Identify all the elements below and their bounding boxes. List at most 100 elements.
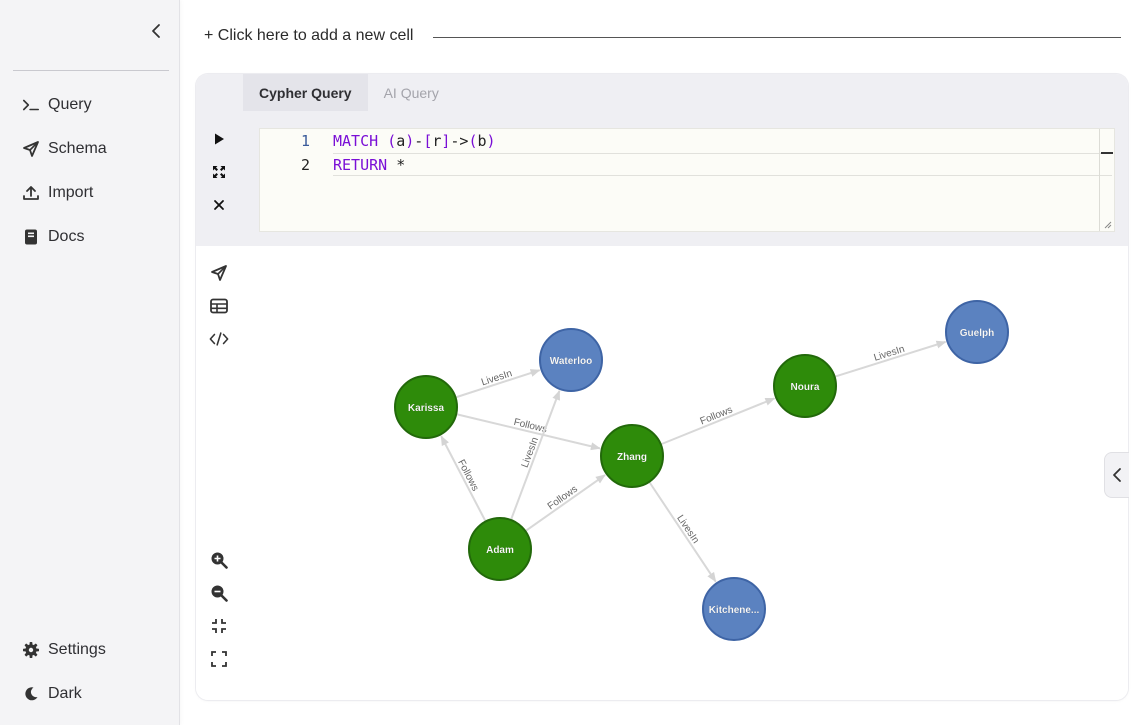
graph-canvas[interactable]: LivesInFollowsFollowsLivesInFollowsFollo… (196, 246, 1128, 700)
editor-scrollbar-track (1099, 129, 1100, 231)
zoom-in-button[interactable] (209, 550, 229, 570)
sidebar-item-schema[interactable]: Schema (22, 137, 107, 161)
graph-node-label: Waterloo (550, 356, 592, 367)
sidebar-item-import[interactable]: Import (22, 181, 93, 205)
line-number: 1 (300, 132, 310, 150)
code-line: RETURN * (333, 156, 405, 174)
chevron-left-icon (1113, 468, 1121, 482)
moon-icon (22, 685, 40, 703)
sidebar-item-label: Query (48, 96, 92, 113)
graph-node-guelph[interactable]: Guelph (945, 300, 1009, 364)
code-token: b (477, 132, 487, 150)
graph-edge-adam-zhang[interactable] (525, 474, 606, 532)
resize-handle-icon[interactable] (1104, 221, 1112, 229)
graph-edge-noura-guelph[interactable] (835, 340, 947, 378)
sidebar-item-settings[interactable]: Settings (22, 638, 106, 662)
sidebar-item-label: Docs (48, 228, 85, 245)
code-token: - (414, 132, 424, 150)
graph-edge-label: LivesIn (480, 368, 514, 388)
sidebar-item-label: Schema (48, 140, 107, 157)
sidebar-item-dark-mode[interactable]: Dark (22, 682, 82, 706)
code-token: MATCH (333, 132, 388, 150)
zoom-out-button[interactable] (209, 583, 229, 603)
graph-edge-label: Follows (546, 484, 580, 513)
zoom-in-icon (211, 552, 228, 569)
expand-editor-button[interactable] (209, 162, 229, 182)
book-icon (22, 228, 40, 246)
graph-edge-zhang-kitchener[interactable] (648, 482, 717, 583)
code-token: ( (387, 132, 397, 150)
graph-node-noura[interactable]: Noura (773, 354, 837, 418)
code-token: ] (441, 132, 451, 150)
code-line: MATCH (a)-[r]->(b) (333, 132, 496, 150)
graph-edge-label: Follows (699, 404, 735, 427)
active-line-highlight (333, 175, 1112, 176)
cypher-editor[interactable]: 1 2 MATCH (a)-[r]->(b) RETURN * (259, 128, 1115, 232)
json-view-button[interactable] (209, 329, 229, 349)
graph-node-circle[interactable] (468, 517, 532, 581)
graph-node-karissa[interactable]: Karissa (394, 375, 458, 439)
graph-node-circle[interactable] (394, 375, 458, 439)
graph-edge-adam-waterloo[interactable] (510, 389, 561, 520)
code-token: -> (450, 132, 469, 150)
compress-icon (212, 619, 226, 633)
code-token: a (396, 132, 406, 150)
gear-icon (22, 641, 40, 659)
editor-scroll-thumb[interactable] (1101, 152, 1113, 154)
graph-node-adam[interactable]: Adam (468, 517, 532, 581)
code-token: ) (486, 132, 496, 150)
graph-node-kitchener[interactable]: Kitchene... (702, 577, 766, 641)
graph-edge-zhang-noura[interactable] (661, 397, 776, 445)
expand-arrows-icon (213, 166, 225, 178)
delete-cell-button[interactable] (209, 195, 229, 215)
send-icon (211, 265, 227, 281)
tab-cypher-query[interactable]: Cypher Query (243, 74, 368, 111)
schema-view-button[interactable] (209, 263, 229, 283)
sidebar-item-label: Dark (48, 685, 82, 702)
line-number: 2 (300, 156, 310, 174)
graph-node-circle[interactable] (945, 300, 1009, 364)
fullscreen-button[interactable] (209, 649, 229, 669)
graph-node-label: Guelph (960, 328, 994, 339)
code-token: [ (423, 132, 433, 150)
close-icon (214, 200, 224, 210)
zoom-out-icon (211, 585, 228, 602)
code-token: ) (405, 132, 415, 150)
upload-icon (22, 184, 40, 202)
code-token: * (396, 156, 406, 174)
send-icon (22, 140, 40, 158)
open-side-panel-button[interactable] (1104, 452, 1129, 498)
graph-node-waterloo[interactable]: Waterloo (539, 328, 603, 392)
expand-icon (211, 651, 227, 667)
sidebar-item-query[interactable]: Query (22, 93, 92, 117)
graph-node-label: Karissa (408, 403, 445, 414)
add-cell-divider (433, 37, 1121, 38)
graph-node-zhang[interactable]: Zhang (600, 424, 664, 488)
graph-node-circle[interactable] (539, 328, 603, 392)
fit-view-button[interactable] (209, 616, 229, 636)
table-view-button[interactable] (209, 296, 229, 316)
code-token: r (432, 132, 442, 150)
graph-node-label: Zhang (617, 452, 647, 463)
add-cell-button[interactable]: + Click here to add a new cell (204, 27, 414, 44)
collapse-sidebar-button[interactable] (146, 21, 166, 41)
query-cell: Cypher Query AI Query 1 2 MATCH (a)-[r]-… (196, 74, 1128, 700)
sidebar-item-label: Import (48, 184, 94, 201)
tab-ai-query[interactable]: AI Query (383, 84, 439, 101)
graph-node-circle[interactable] (773, 354, 837, 418)
run-query-button[interactable] (209, 129, 229, 149)
code-token: RETURN (333, 156, 397, 174)
chevron-left-icon (152, 24, 160, 38)
graph-edge-karissa-zhang[interactable] (456, 413, 601, 451)
graph-node-circle[interactable] (702, 577, 766, 641)
graph-node-circle[interactable] (600, 424, 664, 488)
code-icon (209, 332, 229, 346)
terminal-icon (22, 96, 40, 114)
sidebar-item-docs[interactable]: Docs (22, 225, 84, 249)
editor-area: 1 2 MATCH (a)-[r]->(b) RETURN * (243, 111, 1128, 246)
sidebar-item-label: Settings (48, 641, 106, 658)
graph-node-label: Kitchene... (709, 605, 760, 616)
graph-edge-adam-karissa[interactable] (440, 435, 487, 522)
graph-edge-karissa-waterloo[interactable] (456, 369, 541, 399)
